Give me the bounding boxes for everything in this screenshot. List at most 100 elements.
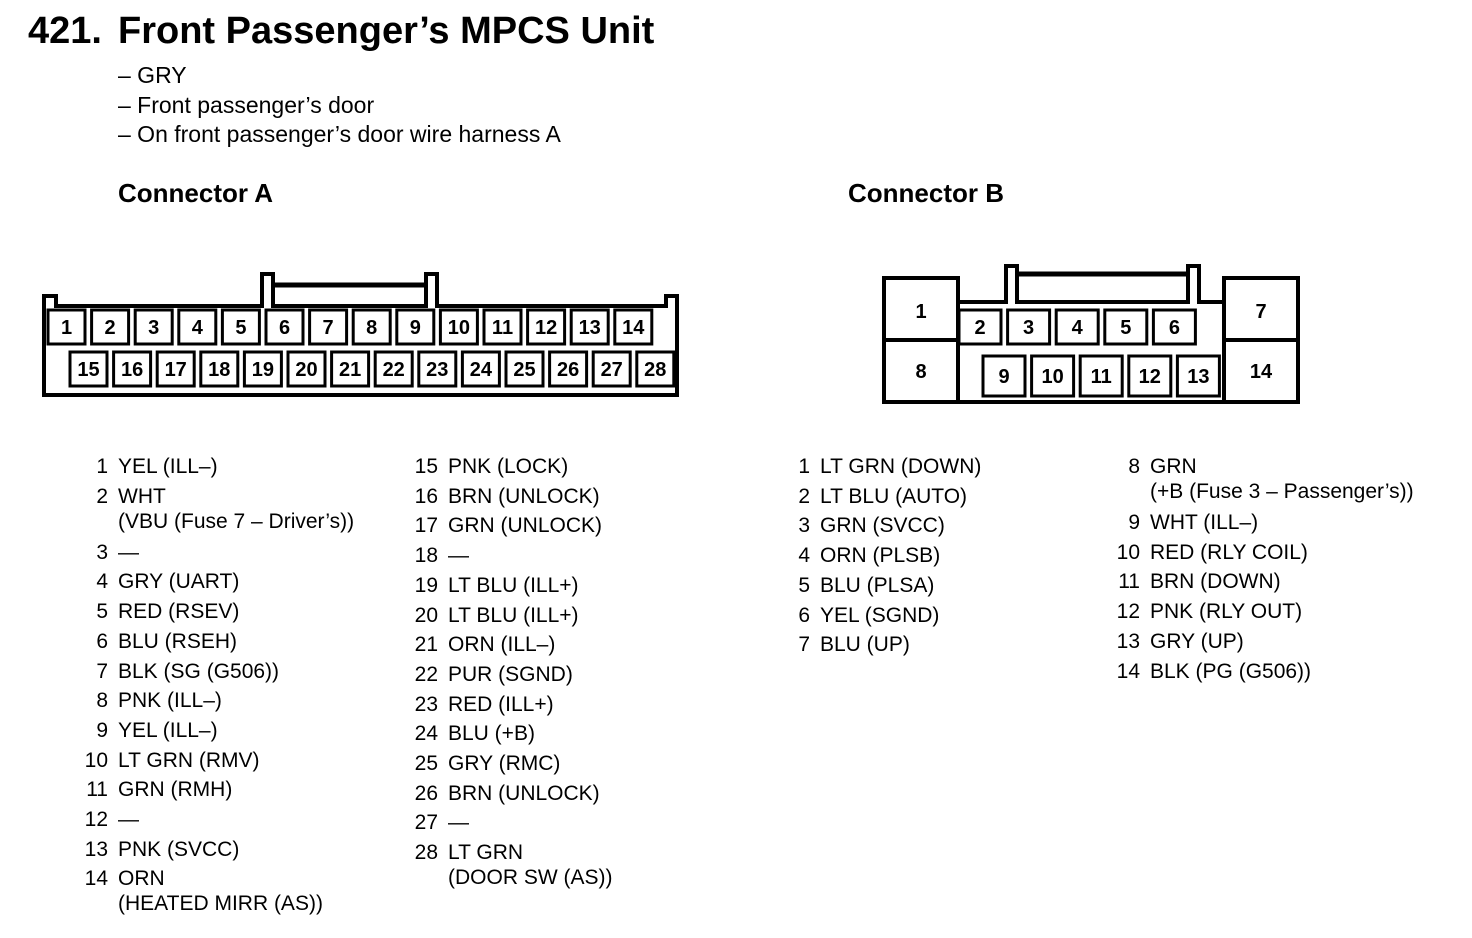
connector-a-pin-12: 12 xyxy=(526,308,567,346)
connector-a-pin-17-label: 17 xyxy=(165,359,187,381)
connector-b-pin-9-box xyxy=(981,354,1027,398)
connector-a-pin-3-box xyxy=(133,308,174,346)
connector-a-pin-7-label: 7 xyxy=(323,317,334,339)
pin-wire: GRN (RMH) xyxy=(118,778,233,802)
connector-b-title: Connector B xyxy=(848,178,1004,208)
connector-a-pin-25-label: 25 xyxy=(513,359,535,381)
pin-wire: BLU (UP) xyxy=(820,633,910,657)
connector-a-pin-26-label: 26 xyxy=(557,359,579,381)
pin-wire: GRN (SVCC) xyxy=(820,514,945,538)
connector-a-pin-23: 23 xyxy=(417,350,458,388)
connector-b-pin-2: 2 xyxy=(957,308,1003,346)
connector-b-pin-11: 11 xyxy=(1078,354,1124,398)
pin-wire: YEL (ILL–) xyxy=(118,455,218,478)
connector-b-pin-4: 4 xyxy=(1054,308,1100,346)
connector-a-pin-15-label: 15 xyxy=(77,359,99,381)
connector-a-pin-10: 10 xyxy=(438,308,479,346)
pin-number: 9 xyxy=(96,718,108,742)
connector-b-pin-3-label: 3 xyxy=(1023,317,1034,339)
pin-wire-detail: (DOOR SW (AS)) xyxy=(448,866,613,890)
connector-a-pin-5-box xyxy=(220,308,261,346)
pin-number: 4 xyxy=(798,544,810,568)
pin-number: 7 xyxy=(798,633,810,657)
connector-a-pin-22-label: 22 xyxy=(383,359,405,381)
pin-number: 3 xyxy=(96,540,108,564)
pin-wire: BLU (+B) xyxy=(448,722,535,746)
pin-wire: GRY (UART) xyxy=(118,570,240,594)
connector-b-pin-4-box xyxy=(1054,308,1100,346)
pin-wire: LT GRN (DOWN) xyxy=(820,455,982,478)
pin-number: 12 xyxy=(1116,600,1140,624)
connector-a-pin-18-box xyxy=(199,350,240,388)
connector-a-pin-25-box xyxy=(504,350,545,388)
connector-b-pin-6-label: 6 xyxy=(1169,317,1180,339)
connector-a-pin-21-label: 21 xyxy=(339,359,361,381)
connector-b-pin-12-label: 12 xyxy=(1139,366,1161,388)
pin-number: 26 xyxy=(414,781,438,805)
connector-a-pin-16-label: 16 xyxy=(121,359,143,381)
connector-a-pin-18-label: 18 xyxy=(208,359,230,381)
connector-a-pin-19: 19 xyxy=(242,350,283,388)
connector-b-pin-14-label: 14 xyxy=(1250,361,1273,383)
connector-b-pin-12-box xyxy=(1127,354,1173,398)
pin-wire: LT BLU (AUTO) xyxy=(820,484,968,508)
connector-a-pin-27: 27 xyxy=(591,350,632,388)
connector-a-pin-1-box xyxy=(46,308,87,346)
connector-a-pin-8-label: 8 xyxy=(366,317,377,339)
connector-b-pin-12: 12 xyxy=(1127,354,1173,398)
pin-number: 1 xyxy=(798,455,810,478)
connector-a-pin-7-box xyxy=(308,308,349,346)
pin-wire: ORN (ILL–) xyxy=(448,633,556,657)
pin-wire: — xyxy=(448,811,469,835)
pin-wire: — xyxy=(448,544,469,568)
pin-wire: WHT (ILL–) xyxy=(1150,511,1259,534)
pin-wire: GRY (RMC) xyxy=(448,752,561,775)
connector-a-pin-3-label: 3 xyxy=(148,317,159,339)
connector-b-pin-5-label: 5 xyxy=(1120,317,1131,339)
page-number: 421. xyxy=(28,10,102,52)
pin-wire: PNK (SVCC) xyxy=(118,837,240,861)
pin-wire: — xyxy=(118,808,139,831)
connector-a-pin-20-label: 20 xyxy=(295,359,317,381)
pin-number: 28 xyxy=(414,841,438,865)
connector-a-pin-10-box xyxy=(438,308,479,346)
pin-number: 11 xyxy=(86,778,108,802)
connector-a-pin-17-box xyxy=(155,350,196,388)
pin-wire-detail: (+B (Fuse 3 – Passenger’s)) xyxy=(1150,480,1414,503)
connector-b-pin-11-label: 11 xyxy=(1091,366,1112,388)
pin-wire: LT GRN (RMV) xyxy=(118,748,260,772)
pin-wire: BLK (SG (G506)) xyxy=(118,659,280,683)
connector-a-pin-8-box xyxy=(351,308,392,346)
pin-number: 19 xyxy=(414,573,438,597)
pin-number: 12 xyxy=(84,808,108,831)
connector-a-pin-22: 22 xyxy=(373,350,414,388)
pin-number: 25 xyxy=(414,752,438,775)
connector-a-pin-13-label: 13 xyxy=(579,317,601,339)
pin-number: 21 xyxy=(414,633,438,657)
connector-b-pin-5-box xyxy=(1103,308,1149,346)
connector-a-diagram xyxy=(42,272,679,397)
pin-number: 20 xyxy=(414,603,438,627)
connector-b-pin-8-label: 8 xyxy=(915,361,926,383)
pin-number: 9 xyxy=(1128,511,1140,534)
connector-a-pin-4-label: 4 xyxy=(192,317,204,339)
connector-b-pin-10: 10 xyxy=(1030,354,1076,398)
pin-number: 11 xyxy=(1118,570,1140,594)
connector-a-pin-1: 1 xyxy=(46,308,87,346)
connector-a-pin-2: 2 xyxy=(90,308,131,346)
connector-a-pin-5: 5 xyxy=(220,308,261,346)
pin-number: 15 xyxy=(414,455,438,478)
pin-wire: PUR (SGND) xyxy=(448,662,573,686)
pin-wire: LT GRN xyxy=(448,841,524,865)
pin-wire-detail: (VBU (Fuse 7 – Driver’s)) xyxy=(118,509,355,533)
connector-a-pin-16: 16 xyxy=(112,350,153,388)
pin-number: 17 xyxy=(414,514,438,538)
pin-wire: — xyxy=(118,540,139,564)
connector-a-pin-11: 11 xyxy=(482,308,523,346)
connector-a-pin-7: 7 xyxy=(308,308,349,346)
connector-a-pin-19-label: 19 xyxy=(252,359,274,381)
pin-wire-detail: (HEATED MIRR (AS)) xyxy=(118,892,323,916)
connector-a-pin-21: 21 xyxy=(330,350,371,388)
pin-number: 5 xyxy=(96,600,108,624)
